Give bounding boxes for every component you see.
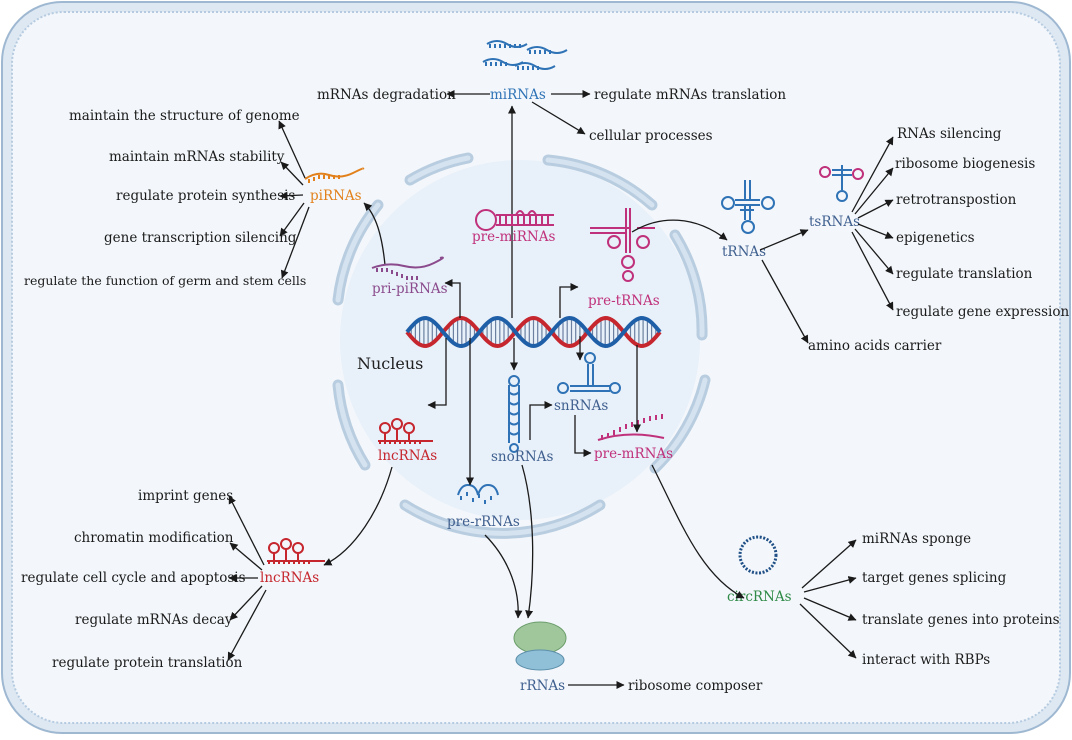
mirnas-translation-label: regulate mRNAs translation — [594, 87, 786, 103]
tsrna-function-2: ribosome biogenesis — [895, 156, 1035, 172]
circrna-function-1: miRNAs sponge — [862, 531, 971, 547]
lncrna-function-5: regulate protein translation — [52, 655, 243, 671]
pre-rrna-icon — [457, 483, 499, 504]
pre-rrnas-label: pre-rRNAs — [447, 514, 520, 530]
pri-pirnas-label: pri-piRNAs — [372, 281, 448, 297]
tsrna-function-1: RNAs silencing — [897, 126, 1002, 142]
tsrna-function-5: regulate translation — [896, 266, 1033, 282]
circrna-function-2: target genes splicing — [862, 570, 1007, 586]
pre-mirna-icon — [475, 209, 554, 231]
pirnas-label: piRNAs — [310, 188, 362, 204]
circrnas-label: circRNAs — [727, 589, 792, 605]
snrnas-label: snRNAs — [554, 398, 608, 414]
lncrna-function-4: regulate mRNAs decay — [75, 612, 233, 628]
inner-lncrna-icon — [378, 418, 433, 444]
lncrna-icon — [267, 538, 325, 564]
pre-trnas-label: pre-tRNAs — [588, 293, 660, 309]
ribosome-icon — [513, 621, 567, 671]
circrna-function-4: interact with RBPs — [862, 652, 990, 668]
lncrna-function-3: regulate cell cycle and apoptosis — [21, 570, 246, 586]
lncrnas-label: lncRNAs — [260, 570, 319, 586]
pirna-function-5: regulate the function of germ and stem c… — [24, 273, 306, 288]
tsrna-function-3: retrotranspostion — [896, 192, 1017, 208]
tsrna-icon — [819, 165, 864, 202]
lncrna-function-1: imprint genes — [138, 488, 233, 504]
pirna-function-2: maintain mRNAs stability — [109, 149, 285, 165]
rrnas-label: rRNAs — [520, 678, 565, 694]
trnas-label: tRNAs — [722, 244, 766, 260]
trna-icon — [721, 180, 775, 234]
mirna-icon — [482, 40, 568, 70]
pre-mrna-icon — [597, 414, 665, 441]
pre-mirnas-label: pre-miRNAs — [472, 229, 555, 245]
lncrna-function-2: chromatin modification — [74, 530, 234, 546]
dna-helix-icon — [405, 315, 662, 349]
pri-pirna-icon — [371, 256, 444, 280]
circrna-icon — [738, 535, 778, 575]
snrna-icon — [557, 352, 621, 394]
circrna-function-3: translate genes into proteins — [862, 612, 1060, 628]
snornas-label: snoRNAs — [491, 449, 553, 465]
mirnas-label: miRNAs — [490, 87, 546, 103]
snorna-icon — [508, 375, 520, 453]
mirnas-degradation-label: mRNAs degradation — [317, 87, 456, 103]
pirna-function-4: gene transcription silencing — [104, 230, 297, 246]
nucleus-label: Nucleus — [357, 354, 423, 373]
pirna-icon — [304, 167, 365, 183]
mirnas-cellular-label: cellular processes — [589, 128, 713, 144]
pre-trna-icon — [590, 208, 655, 282]
pre-mrnas-label: pre-mRNAs — [594, 446, 673, 462]
tsrna-function-6: regulate gene expression — [896, 304, 1069, 320]
tsrnas-label: tsRNAs — [809, 214, 860, 230]
pirna-function-3: regulate protein synthesis — [116, 188, 295, 204]
inner-lncrnas-label: lncRNAs — [378, 448, 437, 464]
pirna-function-1: maintain the structure of genome — [69, 108, 300, 124]
rrnas-function: ribosome composer — [628, 678, 763, 694]
trnas-function: amino acids carrier — [808, 338, 942, 354]
tsrna-function-4: epigenetics — [896, 230, 975, 246]
